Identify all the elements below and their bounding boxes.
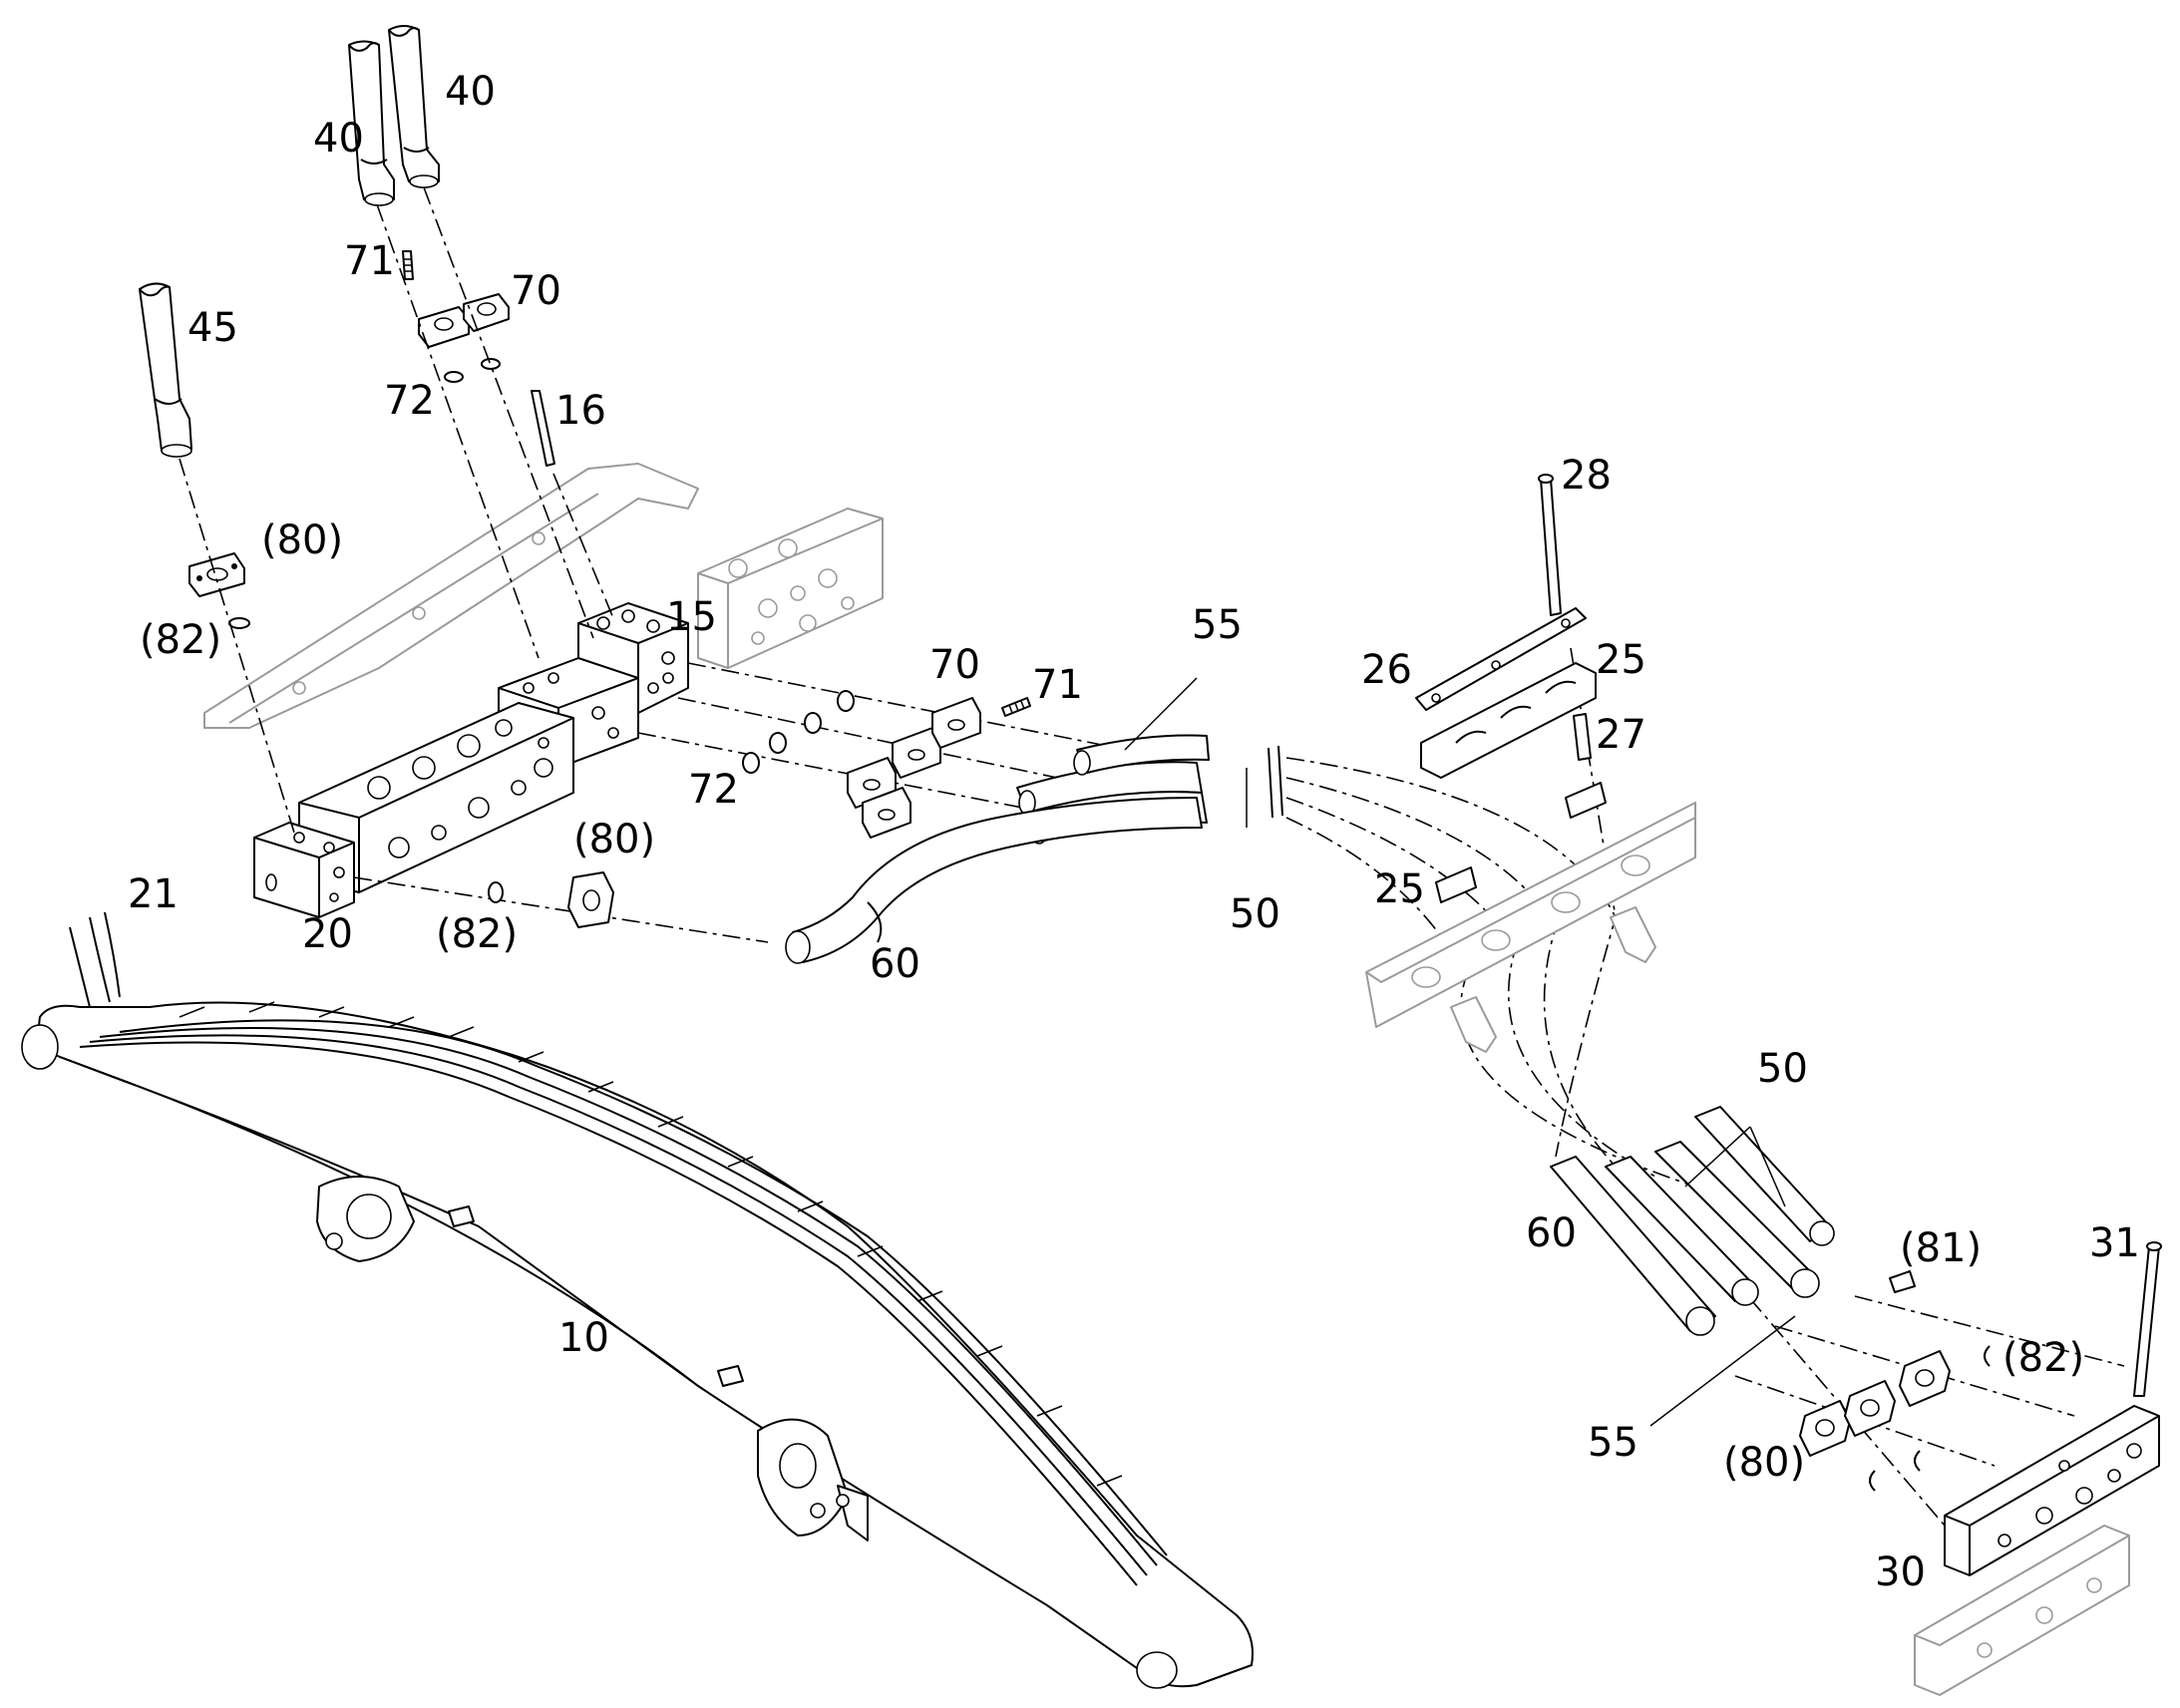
- flanges-70-center: [847, 697, 981, 839]
- callout-30: 30: [1875, 1549, 1926, 1595]
- hose-55-center: [1073, 734, 1210, 776]
- callout-60-center: 60: [870, 941, 920, 987]
- hose-60-right: [1550, 1156, 1716, 1336]
- callout-80-center: (80): [573, 817, 655, 862]
- callout-72-center: 72: [688, 767, 739, 813]
- callout-40-right: 40: [445, 69, 496, 115]
- hose-50-right-b: [1694, 1106, 1835, 1246]
- pipe-40-left: [348, 40, 395, 206]
- callout-55-right: 55: [1588, 1420, 1638, 1466]
- callout-70-center: 70: [929, 642, 980, 688]
- bolt-81: [1889, 1270, 1916, 1293]
- assembly-centerlines: [179, 186, 2125, 1527]
- callout-15: 15: [666, 594, 717, 640]
- bolt-71-center: [1001, 697, 1031, 717]
- hose-60-center: [785, 797, 1203, 964]
- ghost-valve-plate: [1914, 1525, 2130, 1696]
- callout-81: (81): [1900, 1225, 1982, 1271]
- flanges-80-right: [1799, 1380, 1896, 1457]
- oring-82-center: [488, 881, 504, 903]
- flange-70-top: [418, 293, 510, 348]
- callout-45: 45: [187, 305, 238, 351]
- callout-72-top: 72: [384, 378, 435, 424]
- callout-55-center: 55: [1192, 602, 1243, 648]
- bolt-31: [2133, 1241, 2162, 1397]
- callout-50-right: 50: [1757, 1046, 1808, 1092]
- boom-10: [21, 911, 1254, 1689]
- callout-70-top: 70: [511, 268, 561, 314]
- callout-50-center: 50: [1230, 891, 1280, 937]
- oring-82-left: [228, 617, 250, 629]
- callout-25-top: 25: [1596, 637, 1646, 683]
- clamp-25-lower: [1435, 782, 1607, 903]
- callout-16: 16: [555, 388, 606, 434]
- flange-80-center: [567, 871, 614, 928]
- ghost-valve-block-upper: [697, 508, 884, 669]
- callout-82-left: (82): [140, 617, 221, 663]
- callout-82-center: (82): [436, 911, 518, 957]
- hose-cut-marks: [1268, 745, 1283, 819]
- bolt-28: [1538, 474, 1562, 616]
- callout-80-right: (80): [1723, 1440, 1805, 1486]
- flange-80-left: [188, 552, 245, 597]
- ghost-valve-bracket: [203, 463, 699, 729]
- callout-25-lower: 25: [1374, 866, 1425, 912]
- leader-lines: [1124, 677, 1796, 1427]
- pin-27: [1573, 713, 1592, 761]
- clamp-25-top: [1420, 662, 1597, 779]
- ghost-mounting-bar: [1365, 802, 1696, 1053]
- callout-10: 10: [558, 1315, 609, 1361]
- callout-28: 28: [1561, 453, 1612, 499]
- callout-40-left: 40: [313, 116, 364, 162]
- bolt-16: [531, 390, 555, 467]
- flange-81: [1899, 1350, 1951, 1407]
- callout-20: 20: [302, 911, 353, 957]
- valve-block-20: [253, 822, 355, 918]
- callout-71-center: 71: [1032, 662, 1083, 708]
- callout-71-top: 71: [344, 238, 395, 284]
- plate-26: [1415, 607, 1587, 711]
- valve-plate-30: [1944, 1405, 2160, 1576]
- callout-80-left: (80): [261, 517, 343, 563]
- hose-55-right: [1605, 1156, 1759, 1306]
- callout-82-right: (82): [2002, 1335, 2084, 1381]
- valve-section-main: [298, 702, 574, 893]
- callout-26: 26: [1361, 647, 1412, 693]
- pipe-45: [139, 282, 192, 458]
- pipe-40-right: [388, 25, 440, 188]
- orings-72-center: [742, 690, 855, 774]
- callout-60-right: 60: [1526, 1210, 1577, 1256]
- hose-50-right-a: [1654, 1141, 1820, 1298]
- callout-labels: 40 40 71 70 45 72 16 (80) (82) 15 21 20 …: [128, 69, 2140, 1595]
- orings-82-right: [1869, 1345, 1991, 1492]
- callout-21: 21: [128, 871, 179, 917]
- orings-72-top: [444, 358, 501, 383]
- callout-31: 31: [2089, 1220, 2140, 1266]
- callout-27: 27: [1596, 712, 1646, 758]
- bolt-71-top: [402, 250, 414, 280]
